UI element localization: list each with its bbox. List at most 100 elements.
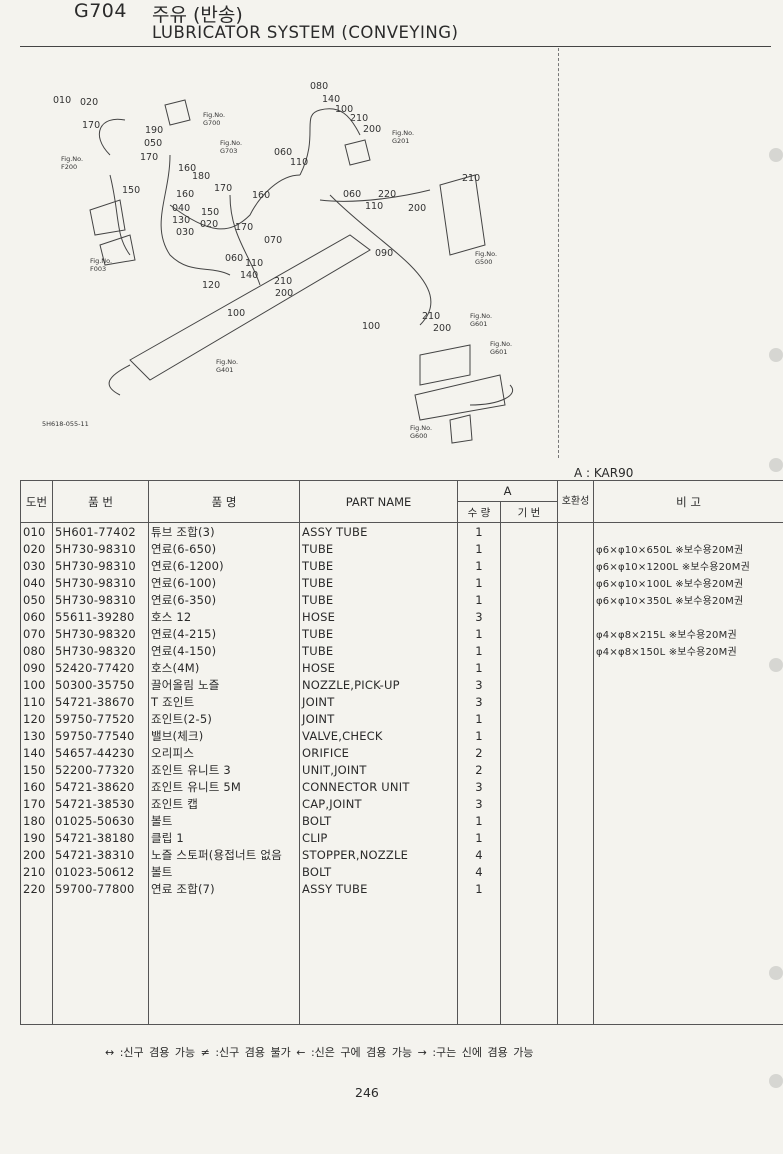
cell-part-no: 59700-77800 bbox=[52, 880, 149, 897]
header-name-ko: 품 명 bbox=[148, 480, 300, 523]
cell-ref: 020 bbox=[20, 540, 53, 557]
cell-qty: 1 bbox=[457, 522, 501, 540]
cell-part-no: 5H730-98310 bbox=[52, 540, 149, 557]
cell-part-no: 5H730-98320 bbox=[52, 642, 149, 659]
cell-qty: 1 bbox=[457, 727, 501, 744]
svg-text:170: 170 bbox=[214, 183, 232, 194]
blank-cell bbox=[148, 897, 300, 1025]
cell-part-name: TUBE bbox=[299, 591, 458, 608]
cell-part-no: 54721-38530 bbox=[52, 795, 149, 812]
cell-base bbox=[500, 744, 558, 761]
svg-text:Fig.No.: Fig.No. bbox=[410, 424, 432, 432]
cell-qty: 4 bbox=[457, 863, 501, 880]
cell-name-ko: 호스 12 bbox=[148, 608, 300, 625]
svg-text:100: 100 bbox=[227, 308, 245, 319]
cell-name-ko: 클립 1 bbox=[148, 829, 300, 846]
cell-remarks bbox=[593, 744, 783, 761]
cell-part-name: ASSY TUBE bbox=[299, 522, 458, 540]
svg-text:150: 150 bbox=[122, 185, 140, 196]
cell-remarks bbox=[593, 761, 783, 778]
header-base: 기 번 bbox=[500, 501, 558, 523]
cell-qty: 1 bbox=[457, 557, 501, 574]
svg-text:160: 160 bbox=[252, 190, 270, 201]
cell-compat bbox=[557, 676, 594, 693]
cell-part-name: JOINT bbox=[299, 710, 458, 727]
cell-compat bbox=[557, 761, 594, 778]
svg-text:200: 200 bbox=[408, 203, 426, 214]
cell-qty: 3 bbox=[457, 676, 501, 693]
cell-name-ko: 연료(6-100) bbox=[148, 574, 300, 591]
cell-qty: 2 bbox=[457, 744, 501, 761]
header-remarks: 비 고 bbox=[593, 480, 783, 523]
catalog-code: G704 bbox=[74, 0, 127, 22]
cell-remarks bbox=[593, 778, 783, 795]
cell-part-no: 5H730-98320 bbox=[52, 625, 149, 642]
cell-name-ko: 죠인트(2-5) bbox=[148, 710, 300, 727]
cell-part-name: TUBE bbox=[299, 557, 458, 574]
parts-diagram: 010 020 170 190 050 170 160 180 150 160 … bbox=[42, 81, 513, 444]
cell-part-no: 54657-44230 bbox=[52, 744, 149, 761]
svg-text:030: 030 bbox=[176, 227, 194, 238]
cell-part-name: ORIFICE bbox=[299, 744, 458, 761]
cell-remarks bbox=[593, 812, 783, 829]
cell-ref: 060 bbox=[20, 608, 53, 625]
cell-ref: 220 bbox=[20, 880, 53, 897]
svg-text:020: 020 bbox=[80, 97, 98, 108]
cell-remarks bbox=[593, 608, 783, 625]
svg-text:120: 120 bbox=[202, 280, 220, 291]
cell-remarks bbox=[593, 522, 783, 540]
header-qty: 수 량 bbox=[457, 501, 501, 523]
cell-qty: 1 bbox=[457, 591, 501, 608]
svg-text:200: 200 bbox=[433, 323, 451, 334]
cell-part-no: 5H730-98310 bbox=[52, 557, 149, 574]
cell-remarks bbox=[593, 880, 783, 897]
cell-ref: 210 bbox=[20, 863, 53, 880]
cell-part-no: 59750-77540 bbox=[52, 727, 149, 744]
cell-base bbox=[500, 608, 558, 625]
cell-ref: 010 bbox=[20, 522, 53, 540]
cell-part-name: UNIT,JOINT bbox=[299, 761, 458, 778]
cell-name-ko: 볼트 bbox=[148, 812, 300, 829]
svg-text:Fig.No.: Fig.No. bbox=[203, 111, 225, 119]
cell-remarks bbox=[593, 676, 783, 693]
svg-text:G601: G601 bbox=[470, 320, 487, 328]
cell-remarks bbox=[593, 659, 783, 676]
svg-text:200: 200 bbox=[363, 124, 381, 135]
cell-remarks: φ6×φ10×100L ※보수용20M권 bbox=[593, 574, 783, 591]
cell-name-ko: 연료(4-215) bbox=[148, 625, 300, 642]
cell-ref: 190 bbox=[20, 829, 53, 846]
cell-compat bbox=[557, 880, 594, 897]
blank-cell bbox=[52, 897, 149, 1025]
cell-part-no: 55611-39280 bbox=[52, 608, 149, 625]
header-part-name: PART NAME bbox=[299, 480, 458, 523]
cell-base bbox=[500, 795, 558, 812]
page-title-english: LUBRICATOR SYSTEM (CONVEYING) bbox=[152, 23, 459, 42]
cell-part-no: 54721-38620 bbox=[52, 778, 149, 795]
cell-compat bbox=[557, 642, 594, 659]
svg-text:020: 020 bbox=[200, 219, 218, 230]
cell-base bbox=[500, 676, 558, 693]
cell-name-ko: 죠인트 유니트 5M bbox=[148, 778, 300, 795]
cell-part-name: TUBE bbox=[299, 540, 458, 557]
svg-text:210: 210 bbox=[422, 311, 440, 322]
svg-text:140: 140 bbox=[240, 270, 258, 281]
cell-name-ko: 호스(4M) bbox=[148, 659, 300, 676]
cell-remarks bbox=[593, 795, 783, 812]
cell-compat bbox=[557, 778, 594, 795]
cell-part-name: BOLT bbox=[299, 863, 458, 880]
cell-name-ko: 연료 조합(7) bbox=[148, 880, 300, 897]
cell-remarks bbox=[593, 710, 783, 727]
cell-base bbox=[500, 812, 558, 829]
cell-compat bbox=[557, 744, 594, 761]
cell-part-no: 01023-50612 bbox=[52, 863, 149, 880]
svg-text:F003: F003 bbox=[90, 265, 106, 273]
